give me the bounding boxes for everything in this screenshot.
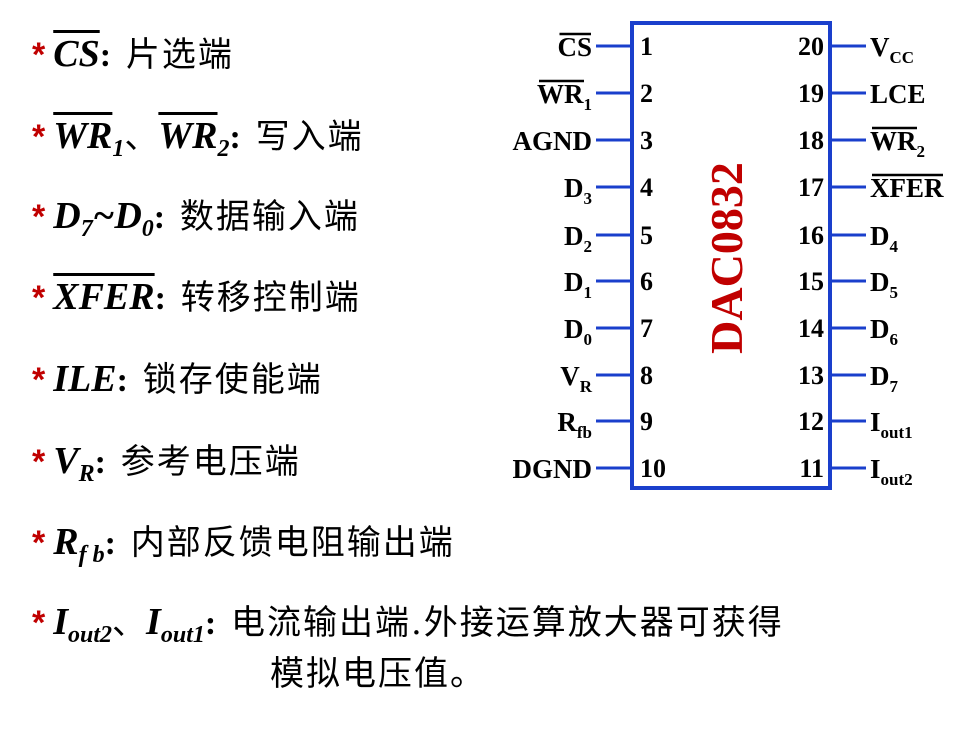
pin-label: D4 xyxy=(870,221,899,256)
pin-number: 20 xyxy=(798,32,824,61)
pin-description-item: *VR: 参考电压端 xyxy=(32,439,301,487)
chip-name-label: DAC0832 xyxy=(701,162,752,354)
pin-description-text: 片选端 xyxy=(113,35,234,75)
pin-description-text: 锁存使能端 xyxy=(129,360,323,400)
bullet-icon: * xyxy=(32,443,48,481)
pin-description-item: *Rf b: 内部反馈电阻输出端 xyxy=(32,520,455,568)
pin-label: DGND xyxy=(513,454,593,484)
pin-label: WR1 xyxy=(537,79,592,114)
bullet-icon: * xyxy=(32,361,48,399)
pin-number: 10 xyxy=(640,454,666,483)
bullet-icon: * xyxy=(32,524,48,562)
pin-description-text: 写入端 xyxy=(242,117,364,157)
pin-label: D7 xyxy=(870,361,899,396)
pin-number: 15 xyxy=(798,267,824,296)
pin-number: 17 xyxy=(798,173,824,202)
pin-symbol: Rf b xyxy=(53,521,105,568)
pin-symbol-part: Iout2 xyxy=(53,601,113,648)
pin-symbol-part: ILE xyxy=(53,358,117,400)
pin-description-text: 内部反馈电阻输出端 xyxy=(117,523,455,563)
bullet-icon: * xyxy=(32,279,48,317)
pin-symbol-part: D7 xyxy=(53,195,93,242)
pin-number: 2 xyxy=(640,79,653,108)
pin-number: 5 xyxy=(640,221,653,250)
pin-number: 11 xyxy=(799,454,824,483)
pin-description-item: *XFER: 转移控制端 xyxy=(32,275,361,321)
pin-description-text: 数据输入端 xyxy=(167,197,360,237)
pin-description-item: *CS: 片选端 xyxy=(32,32,234,78)
pin-symbol-part: CS xyxy=(53,33,100,75)
pin-label: Iout1 xyxy=(870,407,913,442)
pin-number: 3 xyxy=(640,126,653,155)
pin-label: D2 xyxy=(564,221,592,256)
pin-symbol-part: ~ xyxy=(92,195,115,237)
pin-description-item: *WR1、WR2: 写入端 xyxy=(32,114,364,162)
pin-label: WR2 xyxy=(870,126,925,161)
chip-body xyxy=(630,21,832,490)
pin-label: VCC xyxy=(870,32,914,67)
pin-label: XFER xyxy=(870,173,944,203)
pin-number: 9 xyxy=(640,407,653,436)
pin-label: LCE xyxy=(870,79,926,109)
pin-symbol: XFER xyxy=(53,276,154,318)
pin-symbol-part: WR1 xyxy=(53,115,125,162)
pin-symbol-part: XFER xyxy=(53,276,155,318)
pin-label: Rfb xyxy=(557,407,592,442)
pin-number: 7 xyxy=(640,314,653,343)
pin-symbol: WR1、WR2 xyxy=(53,115,230,162)
pin-symbol-part: Iout1 xyxy=(146,601,205,648)
bullet-icon: * xyxy=(32,118,48,156)
pin-number: 6 xyxy=(640,267,653,296)
pin-symbol: Iout2、Iout1 xyxy=(53,601,205,648)
pin-number: 14 xyxy=(798,314,824,343)
pin-label: D3 xyxy=(564,173,592,208)
pin-label: D5 xyxy=(870,267,898,302)
pin-symbol: CS xyxy=(53,33,99,75)
separator: : xyxy=(204,605,219,642)
pin-symbol-part: VR xyxy=(53,440,95,487)
bullet-icon: * xyxy=(32,198,48,236)
separator: : xyxy=(94,444,108,481)
separator: : xyxy=(229,119,243,156)
pin-symbol: ILE xyxy=(53,358,116,400)
pin-number: 8 xyxy=(640,361,653,390)
pin-number: 1 xyxy=(640,32,653,61)
pin-label: CS xyxy=(557,32,592,62)
pin-symbol-part: WR2 xyxy=(158,115,230,162)
pin-symbol-part: Rf b xyxy=(53,521,105,568)
pin-description-item: *ILE: 锁存使能端 xyxy=(32,357,323,403)
pin-symbol: VR xyxy=(53,440,95,487)
bullet-icon: * xyxy=(32,604,48,642)
pin-description-text: 电流输出端.外接运算放大器可获得 xyxy=(218,603,784,643)
pin-label: D1 xyxy=(564,267,592,302)
pin-description-text: 转移控制端 xyxy=(167,278,361,318)
separator: : xyxy=(104,525,118,562)
bullet-icon: * xyxy=(32,36,48,74)
separator: : xyxy=(99,37,114,74)
pin-label: AGND xyxy=(513,126,593,156)
separator: : xyxy=(153,199,168,236)
pin-label: Iout2 xyxy=(870,454,913,489)
pin-number: 19 xyxy=(798,79,824,108)
pin-symbol-part: D0 xyxy=(114,195,154,242)
separator: : xyxy=(116,362,130,399)
pin-number: 16 xyxy=(798,221,824,250)
pin-description-item: *Iout2、Iout1: 电流输出端.外接运算放大器可获得模拟电压值。 xyxy=(32,600,784,694)
pin-label: D0 xyxy=(564,314,592,349)
separator: : xyxy=(154,280,168,317)
pin-number: 12 xyxy=(798,407,824,436)
pin-description-text: 参考电压端 xyxy=(107,442,301,482)
pin-number: 13 xyxy=(798,361,824,390)
pin-symbol-part: 、 xyxy=(112,605,147,642)
pin-symbol: D7~D0 xyxy=(53,195,154,242)
pin-number: 18 xyxy=(798,126,824,155)
pin-symbol-part: 、 xyxy=(124,119,159,156)
pin-number: 4 xyxy=(640,173,653,202)
pin-label: D6 xyxy=(870,314,898,349)
pin-description-continuation: 模拟电压值。 xyxy=(270,654,486,694)
pin-description-item: *D7~D0: 数据输入端 xyxy=(32,194,360,242)
pin-label: VR xyxy=(560,361,593,396)
